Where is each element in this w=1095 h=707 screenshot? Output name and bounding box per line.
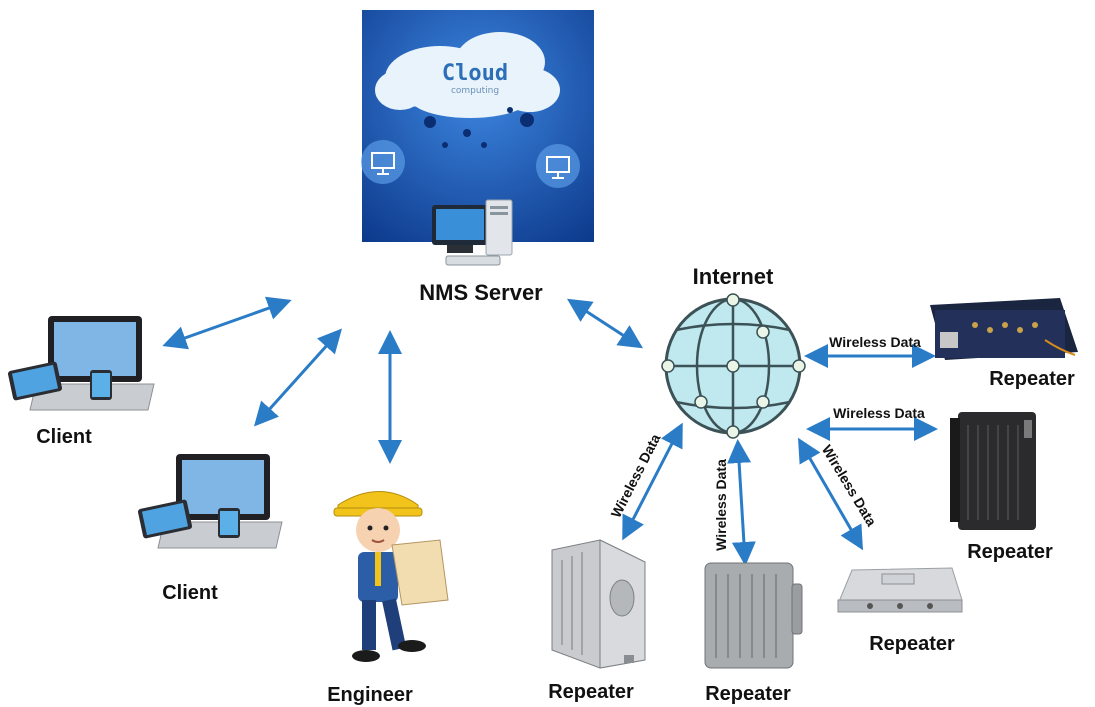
cloud-computing-panel: Cloud computing — [361, 10, 594, 266]
cloud-title: Cloud — [442, 61, 508, 86]
repeater-label: Repeater — [548, 681, 634, 703]
repeater-flat-icon — [837, 567, 963, 613]
server-label: NMS Server — [419, 280, 543, 305]
engineer-icon — [333, 491, 449, 662]
internet-globe-icon — [661, 293, 806, 439]
laptop-icon — [137, 454, 283, 549]
repeater-rack-icon — [930, 298, 1078, 360]
client-label: Client — [36, 426, 92, 448]
arrow-internet-repeater3 — [797, 437, 864, 551]
client-label: Client — [162, 582, 218, 604]
repeater-label: Repeater — [967, 541, 1053, 563]
repeater-label: Repeater — [869, 633, 955, 655]
repeater-label: Repeater — [705, 683, 791, 705]
repeater-box-icon — [950, 412, 1036, 530]
internet-label: Internet — [693, 264, 774, 289]
repeater-label: Repeater — [989, 368, 1075, 390]
wireless-data-label: Wireless Data — [819, 442, 880, 529]
wireless-data-label: Wireless Data — [833, 405, 925, 421]
cloud-subtitle: computing — [451, 86, 499, 96]
arrow-server-client2 — [253, 328, 343, 427]
arrow-server-internet — [566, 298, 644, 349]
server-computer-icon — [432, 199, 513, 266]
arrow-internet-repeater5 — [622, 422, 683, 541]
engineer-label: Engineer — [327, 684, 413, 706]
wireless-data-label: Wireless Data — [829, 334, 921, 350]
monitor-icon — [536, 144, 580, 188]
laptop-icon — [7, 316, 155, 411]
cloud-icon — [375, 32, 560, 118]
connection-arrows — [162, 296, 938, 566]
repeater-grey-box-icon — [704, 562, 803, 669]
repeater-enclosure-icon — [551, 539, 646, 669]
arrow-server-client1 — [162, 296, 292, 350]
wireless-data-label: Wireless Data — [713, 459, 729, 551]
monitor-icon — [361, 140, 405, 184]
arrow-internet-repeater4 — [727, 439, 756, 566]
